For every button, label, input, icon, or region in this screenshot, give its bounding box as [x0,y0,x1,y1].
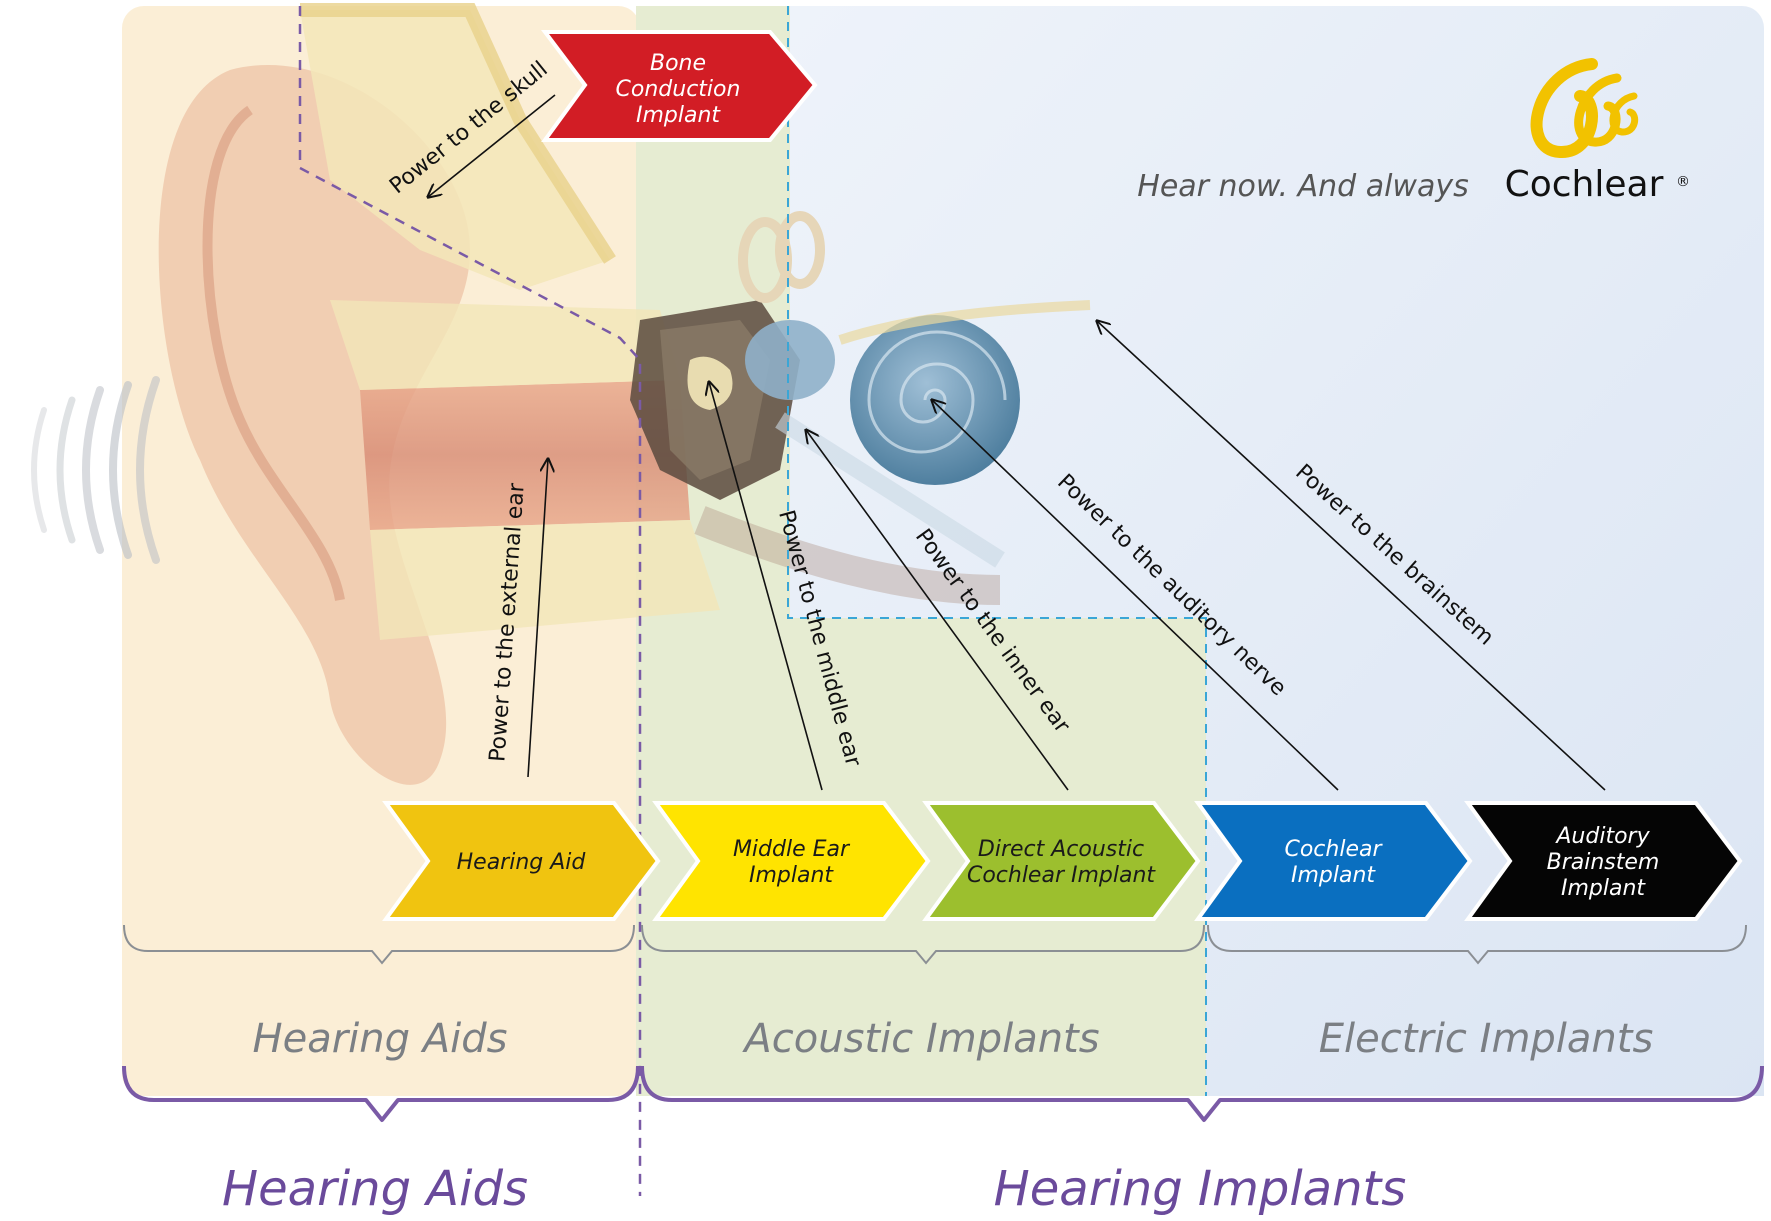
bone-conduction-label-line: Conduction [616,77,741,102]
category-electric-implants-label: Electric Implants [1319,1016,1654,1062]
middle-ear-implant-label-line: Implant [749,863,834,888]
auditory-brainstem-implant-label-line: Brainstem [1547,850,1660,875]
cochlear-implant-label-line: Implant [1291,863,1376,888]
middle-ear-implant-label-line: Middle Ear [733,837,851,862]
category-hearing-aids-label: Hearing Aids [253,1016,508,1062]
group-hearing-implants-label: Hearing Implants [994,1161,1407,1217]
hearing-aid-label: Hearing Aid [457,850,587,875]
auditory-brainstem-implant-label-line: Implant [1561,876,1646,901]
direct-acoustic-cochlear-implant-label-line: Direct Acoustic [978,837,1144,862]
auditory-brainstem-implant-label-line: Auditory [1554,824,1650,849]
bone-conduction-label-line: Implant [636,103,721,128]
tagline-text: Hear now. And always [1137,169,1468,204]
cochlear-implant-label-line: Cochlear [1284,837,1383,862]
category-acoustic-implants-label: Acoustic Implants [741,1016,1099,1062]
hearing-aid-label-line: Hearing Aid [457,850,587,875]
bone-conduction-label-line: Bone [650,51,706,76]
registered-mark: ® [1676,174,1690,190]
cochlear-logo-text: Cochlear [1505,164,1664,205]
direct-acoustic-cochlear-implant-label-line: Cochlear Implant [967,863,1156,888]
hearing-aid-chevron[interactable]: Hearing Aid [386,803,658,919]
group-hearing-aids-label: Hearing Aids [222,1161,528,1217]
